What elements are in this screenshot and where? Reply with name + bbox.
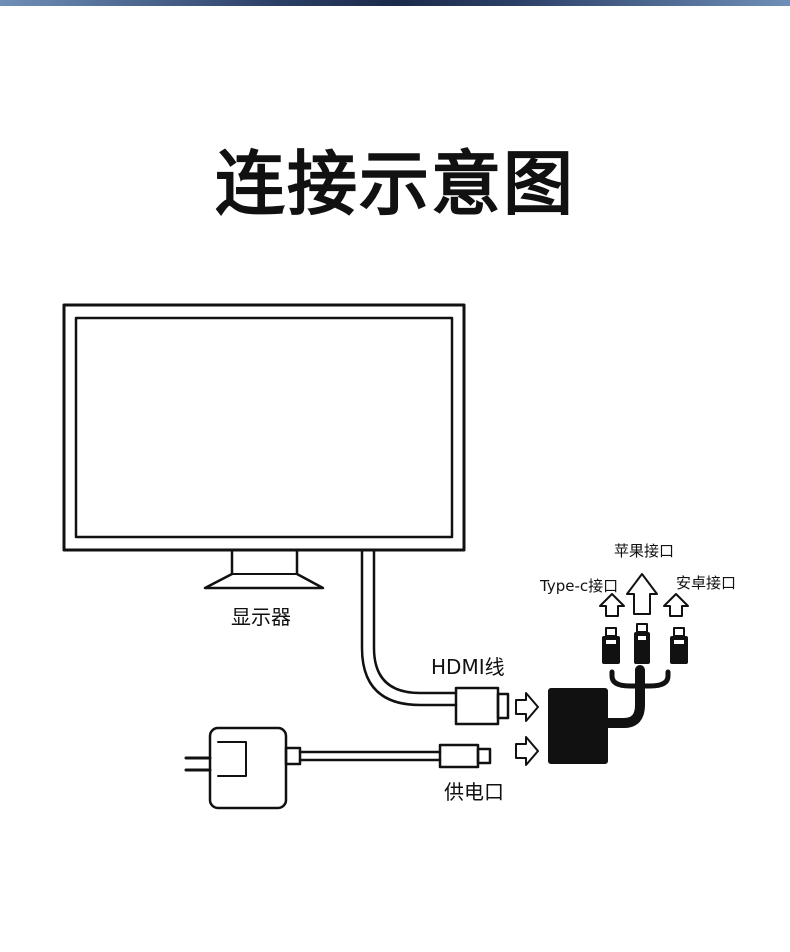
hdmi-arrow-icon	[515, 692, 539, 722]
power-arrow-icon	[515, 736, 539, 766]
monitor-illustration	[62, 303, 466, 590]
hdmi-plug-tip	[496, 692, 510, 720]
power-cable	[298, 743, 492, 769]
monitor-label: 显示器	[231, 605, 291, 629]
monitor-outer-frame	[62, 303, 466, 552]
android-arrow-icon	[663, 593, 689, 617]
typec-port-label: Type-c接口	[540, 577, 619, 595]
adapter-box	[548, 688, 608, 764]
monitor-stand	[203, 548, 325, 590]
power-port-label: 供电口	[444, 780, 504, 804]
apple-arrow-icon	[626, 573, 658, 615]
hdmi-cable	[360, 548, 510, 726]
adapter-cable	[601, 665, 645, 728]
page-title: 连接示意图	[215, 143, 575, 225]
hdmi-cable-label: HDMI线	[431, 655, 505, 679]
monitor-screen	[74, 316, 454, 539]
apple-port-label: 苹果接口	[614, 542, 675, 560]
micro-usb-plug	[438, 743, 480, 769]
hdmi-plug	[454, 686, 500, 726]
android-port-label: 安卓接口	[676, 574, 737, 592]
top-color-bar	[0, 0, 790, 6]
power-adapter	[184, 726, 302, 810]
typec-arrow-icon	[599, 593, 625, 617]
